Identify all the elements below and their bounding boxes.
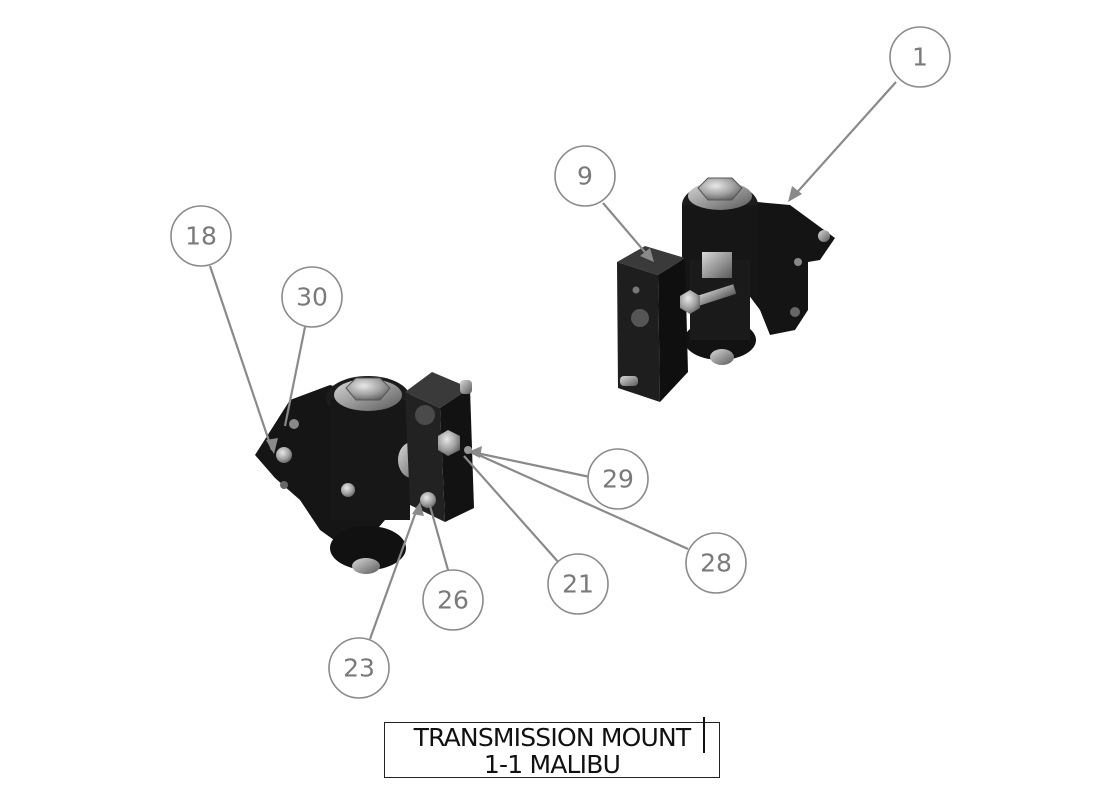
title-block[interactable]: TRANSMISSION MOUNT 1-1 MALIBU: [384, 722, 720, 778]
side-pin: [620, 376, 638, 386]
hex-bolt-icon: [345, 377, 391, 401]
isolator-bottom: [330, 526, 406, 570]
bracket-plate: [735, 200, 835, 335]
center-link: [702, 252, 732, 278]
mount-assembly-left: [255, 372, 474, 574]
title-line-2: 1-1 MALIBU: [483, 750, 621, 779]
balloon-28: 28: [685, 532, 747, 594]
block-bore: [631, 309, 649, 327]
bracket-fastener: [794, 258, 802, 266]
balloon-29: 29: [587, 448, 649, 510]
bracket-fastener: [276, 447, 292, 463]
bracket-fastener: [341, 483, 355, 497]
balloon-18: 18: [170, 205, 232, 267]
balloon-label: 1: [912, 43, 928, 72]
balloon-label: 26: [437, 586, 469, 615]
balloon-label: 9: [577, 162, 593, 191]
balloon-label: 21: [562, 570, 594, 599]
mount-assembly-right: [617, 177, 835, 402]
balloon-label: 23: [343, 654, 375, 683]
balloon-21: 21: [547, 553, 609, 615]
balloon-23: 23: [328, 637, 390, 699]
cross-nut: [680, 290, 700, 314]
balloon-label: 30: [296, 283, 328, 312]
front-block-side: [658, 258, 688, 402]
block-bore: [415, 405, 435, 425]
isolator-body: [330, 400, 410, 520]
balloon-9: 9: [554, 145, 616, 207]
balloon-label: 18: [185, 222, 217, 251]
front-block-top: [405, 372, 470, 408]
text-cursor: [703, 717, 705, 753]
balloon-label: 29: [602, 465, 634, 494]
lower-nut: [420, 492, 436, 508]
title-line-1: TRANSMISSION MOUNT: [413, 723, 692, 752]
balloon-30: 30: [281, 266, 343, 328]
bracket-fastener: [289, 419, 299, 429]
top-pin: [460, 380, 472, 394]
cross-nut: [438, 430, 460, 456]
bracket-fastener: [790, 307, 800, 317]
bracket-fastener: [280, 481, 288, 489]
hex-bolt-icon: [697, 177, 743, 201]
balloon-1: 1: [889, 26, 951, 88]
balloon-label: 28: [700, 549, 732, 578]
leader-lines: [208, 81, 897, 640]
front-block-face: [440, 388, 474, 522]
bracket-fastener: [818, 230, 830, 242]
bottom-nut: [352, 558, 380, 574]
bottom-nut: [710, 349, 734, 365]
balloon-26: 26: [422, 569, 484, 631]
front-block-face: [617, 262, 660, 402]
block-hole: [632, 286, 640, 294]
front-block-side: [405, 392, 445, 522]
